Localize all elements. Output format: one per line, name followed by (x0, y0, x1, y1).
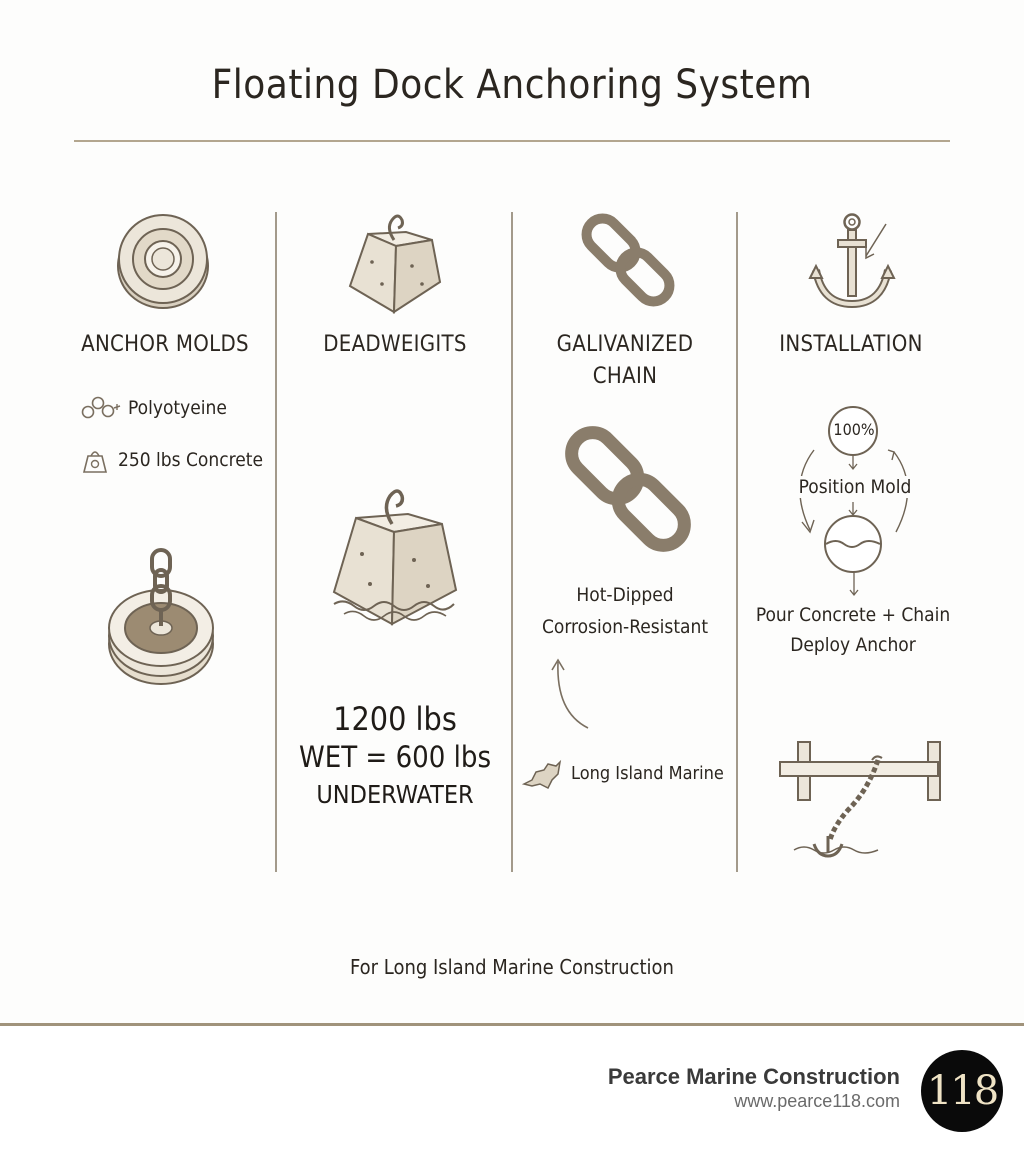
long-island-map-icon (521, 759, 562, 790)
step-down-arrow (849, 572, 859, 597)
chain-heading-line2: CHAIN (592, 364, 658, 389)
molecule-icon (81, 396, 121, 419)
step-progress-badge: 100% (833, 420, 875, 439)
company-logo: 118 (921, 1050, 1003, 1132)
dry-weight: 1200 lbs (333, 700, 457, 738)
chain-link-icon (581, 213, 675, 307)
install-step-2: Pour Concrete + Chain (755, 604, 951, 626)
footer (0, 1026, 1024, 1154)
curved-arrow-icon (551, 658, 589, 729)
underwater-label: UNDERWATER (316, 780, 474, 809)
column-divider-3 (736, 212, 738, 872)
anchor-icon (808, 213, 896, 309)
column-divider-2 (511, 212, 513, 872)
deadweights-heading: DEADWEIGITS (323, 332, 467, 357)
anchor-mold-weight: 250 lbs Concrete (118, 449, 263, 471)
column-divider-1 (275, 212, 277, 872)
chain-source: Long Island Marine (571, 763, 724, 784)
chain-heading-line1: GALIVANIZED (556, 332, 694, 357)
company-name: Pearce Marine Construction (607, 1064, 900, 1089)
install-step-1: Position Mold (780, 476, 930, 498)
weight-icon (82, 451, 108, 473)
large-chain-link-icon (565, 426, 691, 552)
submerged-deadweight-icon (332, 489, 458, 626)
anchor-mold-icon (117, 214, 209, 309)
installation-heading: INSTALLATION (779, 332, 923, 357)
installation-flow-diagram (799, 406, 909, 573)
footer-divider (0, 1023, 1024, 1026)
chain-feature-2: Corrosion-Resistant (541, 616, 709, 638)
anchor-mold-material: Polyotyeine (128, 397, 227, 419)
wet-weight: WET = 600 lbs (298, 740, 492, 774)
caption: For Long Island Marine Construction (350, 955, 674, 979)
install-step-3: Deploy Anchor (790, 634, 916, 656)
dock-anchor-illustration (779, 741, 941, 858)
mold-with-chain-icon (108, 548, 214, 685)
chain-feature-1: Hot-Dipped (576, 584, 674, 606)
anchor-molds-heading: ANCHOR MOLDS (81, 332, 249, 357)
title-divider (74, 140, 950, 142)
page-title: Floating Dock Anchoring System (211, 62, 813, 108)
company-url[interactable]: www.pearce118.com (734, 1091, 900, 1111)
deadweight-block-icon (348, 214, 442, 314)
